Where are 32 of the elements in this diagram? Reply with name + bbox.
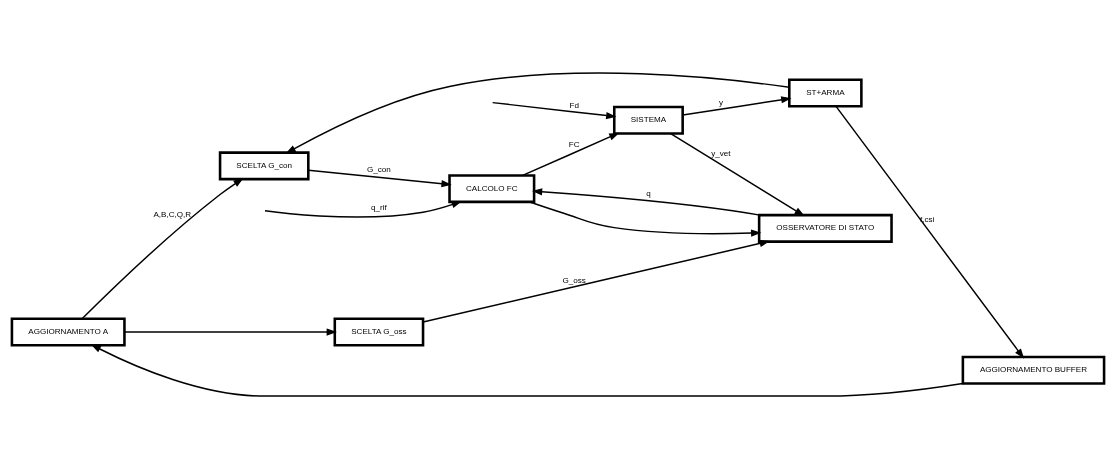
edge-label: q_rif [371, 202, 387, 212]
node-box: AGGIORNAMENTO BUFFER [961, 355, 1106, 385]
node-box: ST+ARMA [788, 78, 863, 108]
arrow [81, 177, 244, 320]
edge-label: q [646, 188, 651, 198]
edge-label: A,B,C,Q,R [153, 209, 192, 219]
node-box: SISTEMA [612, 105, 684, 135]
edge-label: G_oss [562, 275, 586, 285]
node-box: OSSERVATORE DI STATO [757, 213, 893, 243]
node-box: SCELTA G_oss [333, 317, 425, 347]
edge-label: f,csi [920, 214, 935, 224]
node-box: AGGIORNAMENTO A [10, 317, 126, 347]
arrow [123, 327, 337, 336]
edge-label: Fd [569, 100, 579, 110]
node-box: SCELTA G_con [218, 150, 310, 180]
arrow [682, 95, 792, 116]
node-box: CALCOLO FC [448, 173, 536, 203]
edge-label: y_vet [711, 148, 731, 158]
arrow [491, 101, 617, 119]
arrow [422, 239, 770, 323]
edge-label: FC [568, 139, 580, 149]
arrow [307, 169, 452, 187]
arrow [835, 105, 1025, 359]
arrow [264, 200, 462, 218]
arrow [531, 187, 761, 216]
arrow [521, 132, 620, 176]
arrow [669, 132, 805, 216]
arrow [90, 343, 964, 397]
edge-label: G_con [367, 164, 391, 174]
arrow [529, 200, 762, 237]
edge-label: y [718, 97, 723, 107]
arrow [285, 71, 790, 154]
